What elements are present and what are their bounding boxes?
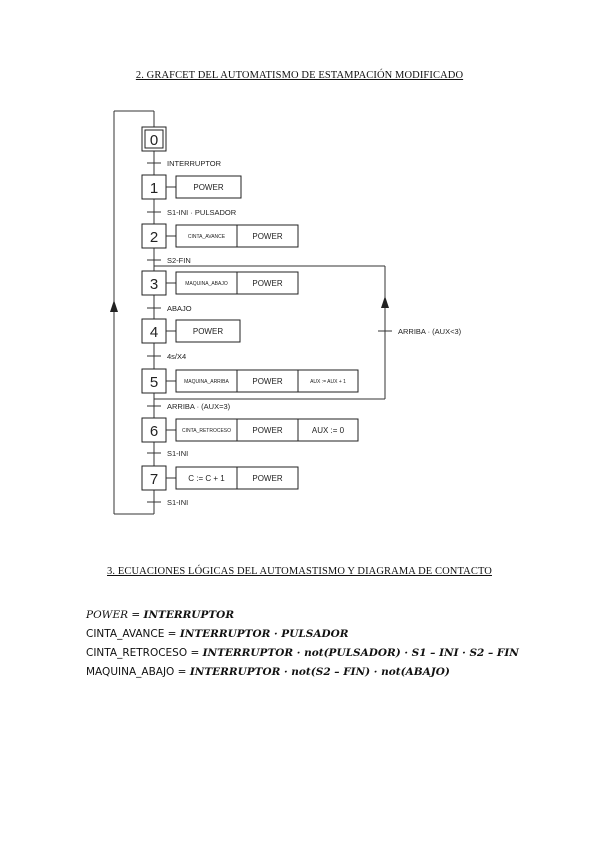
- transition-label: INTERRUPTOR: [167, 159, 222, 168]
- action-label: CINTA_AVANCE: [188, 234, 226, 240]
- section-2-title: 2. GRAFCET DEL AUTOMATISMO DE ESTAMPACIÓ…: [135, 70, 464, 81]
- transition-label: S1-INI: [167, 498, 188, 507]
- action-box: [175, 319, 241, 343]
- step-number: 1: [150, 180, 158, 197]
- action-label: POWER: [193, 327, 223, 336]
- step-number: 5: [150, 374, 158, 391]
- equation-rhs: INTERRUPTOR · not(S2 – FIN) · not(ABAJO): [189, 666, 450, 678]
- flow-arrow-up-icon: [110, 300, 118, 312]
- action-label: AUX := AUX + 1: [310, 379, 346, 385]
- equation-lhs: MAQUINA_ABAJO: [86, 666, 175, 678]
- action-label: POWER: [252, 426, 282, 435]
- transition-label: S1-INI · PULSADOR: [167, 208, 237, 217]
- action-box: [175, 175, 242, 199]
- equation-rhs: INTERRUPTOR · PULSADOR: [179, 628, 349, 640]
- action-box: [297, 418, 359, 442]
- transition-label: 4s/X4: [167, 352, 186, 361]
- transition-label: ABAJO: [167, 304, 192, 313]
- action-label: POWER: [252, 232, 282, 241]
- action-label: CINTA_RETROCESO: [182, 428, 231, 434]
- action-label: C := C + 1: [188, 474, 225, 483]
- step-number: 3: [150, 276, 158, 293]
- equation-maquina-abajo: MAQUINA_ABAJO = INTERRUPTOR · not(S2 – F…: [86, 666, 450, 678]
- equation-rhs: INTERRUPTOR: [143, 609, 235, 621]
- flow-arrow-up-icon: [381, 296, 389, 308]
- equation-lhs: POWER: [86, 609, 129, 621]
- step-box: [141, 174, 167, 200]
- step-number: 6: [150, 423, 158, 440]
- action-label: MAQUINA_ARRIBA: [184, 379, 229, 385]
- equation-lhs: CINTA_RETROCESO: [86, 647, 188, 659]
- equation-rhs: INTERRUPTOR · not(PULSADOR) · S1 – INI ·…: [202, 647, 519, 659]
- step-number: 2: [150, 229, 158, 246]
- action-box: [236, 466, 299, 490]
- action-box: [236, 271, 299, 295]
- step-number: 0: [150, 132, 158, 149]
- action-box: [236, 224, 299, 248]
- initial-step-inner-box: [144, 129, 164, 149]
- transition-label: ARRIBA · (AUX<3): [398, 327, 462, 336]
- action-label: POWER: [252, 474, 282, 483]
- action-label: POWER: [252, 377, 282, 386]
- section-3-title: 3. ECUACIONES LÓGICAS DEL AUTOMASTISMO Y…: [107, 566, 492, 577]
- action-label: MAQUINA_ABAJO: [185, 281, 228, 287]
- equation-lhs: CINTA_AVANCE: [86, 628, 165, 640]
- step-number: 7: [150, 471, 158, 488]
- transition-label: S1-INI: [167, 449, 188, 458]
- equation-power: POWER = INTERRUPTOR: [86, 609, 235, 621]
- action-label: POWER: [252, 279, 282, 288]
- action-label: POWER: [193, 183, 223, 192]
- action-label: AUX := 0: [312, 426, 345, 435]
- step-box: [141, 126, 167, 152]
- equation-cinta-avance: CINTA_AVANCE = INTERRUPTOR · PULSADOR: [86, 628, 349, 640]
- action-box: [297, 369, 359, 393]
- transition-label: S2-FIN: [167, 256, 191, 265]
- transition-label: ARRIBA · (AUX=3): [167, 402, 231, 411]
- step-number: 4: [150, 324, 158, 341]
- equation-cinta-retroceso: CINTA_RETROCESO = INTERRUPTOR · not(PULS…: [86, 647, 519, 659]
- step-box: [141, 223, 167, 249]
